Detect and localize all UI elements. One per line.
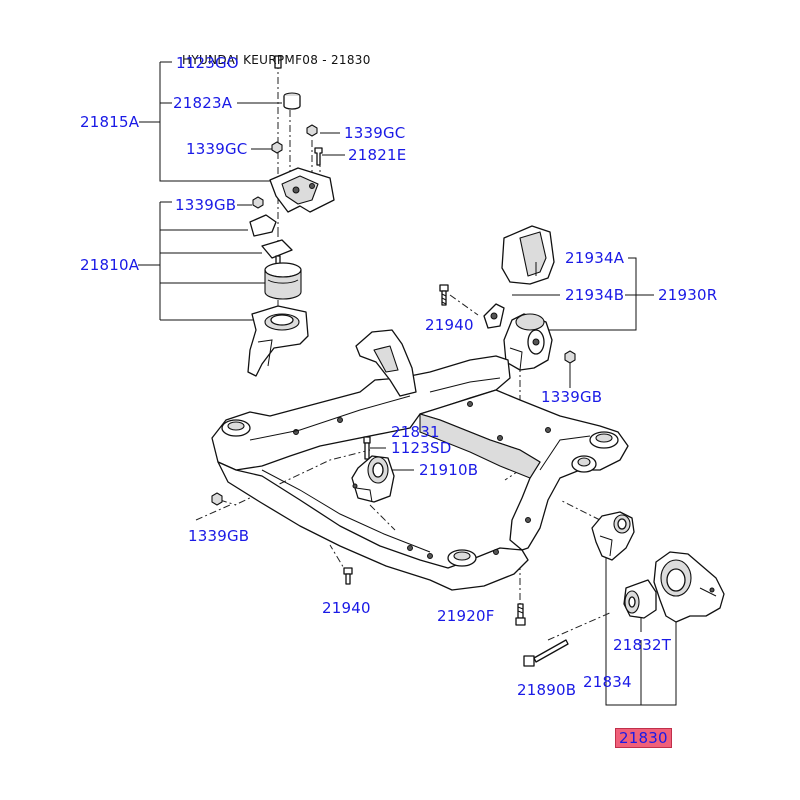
mount-assembly-21810a (247, 196, 309, 377)
part-label-21934b[interactable]: 21934B (565, 286, 625, 304)
part-label-21930r[interactable]: 21930R (658, 286, 718, 304)
part-label-21830-highlighted[interactable]: 21830 (615, 728, 672, 748)
part-label-1339gb-top[interactable]: 1339GB (175, 196, 237, 214)
part-label-1339gc-left[interactable]: 1339GC (186, 140, 248, 158)
part-label-21910b[interactable]: 21910B (419, 461, 479, 479)
part-label-1339gb-right[interactable]: 1339GB (541, 388, 603, 406)
part-label-21920f[interactable]: 21920F (437, 607, 495, 625)
part-label-21890b[interactable]: 21890B (517, 681, 577, 699)
roll-stopper-21930r (439, 225, 576, 371)
mount-bracket-21815a (269, 55, 335, 213)
part-label-1123go[interactable]: 1123GO (176, 54, 239, 72)
part-label-21831[interactable]: 21831 (391, 423, 440, 441)
part-label-1123sd[interactable]: 1123SD (391, 439, 452, 457)
part-label-21823a[interactable]: 21823A (173, 94, 233, 112)
subframe (211, 329, 629, 591)
part-label-21834[interactable]: 21834 (583, 673, 632, 691)
part-label-21934a[interactable]: 21934A (565, 249, 625, 267)
part-label-21810a[interactable]: 21810A (80, 256, 140, 274)
part-label-1339gc-right[interactable]: 1339GC (344, 124, 406, 142)
part-label-21815a[interactable]: 21815A (80, 113, 140, 131)
part-label-21832t[interactable]: 21832T (613, 636, 672, 654)
part-label-1339gb-left[interactable]: 1339GB (188, 527, 250, 545)
front-mount-21910b (211, 436, 395, 585)
diagram-header: HYUNDAI KEURPMF08 - 21830 (182, 53, 371, 67)
part-label-21940-left[interactable]: 21940 (322, 599, 371, 617)
bolt-21920f (515, 603, 526, 626)
part-label-21821e[interactable]: 21821E (348, 146, 407, 164)
part-label-21940-right[interactable]: 21940 (425, 316, 474, 334)
trans-mount-21830 (523, 511, 725, 667)
